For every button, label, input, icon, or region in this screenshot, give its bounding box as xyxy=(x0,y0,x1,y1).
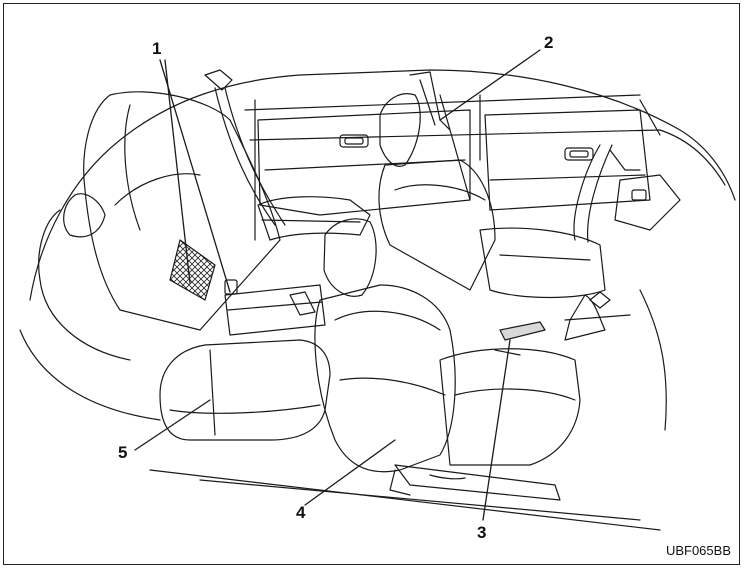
figure-code: UBF065BB xyxy=(666,543,731,558)
door-trim-front xyxy=(485,110,650,210)
armrest-lever xyxy=(500,322,545,340)
rear-seat-cushion xyxy=(160,340,330,440)
shift-lever xyxy=(565,292,630,340)
callout-1: 1 xyxy=(152,40,161,57)
front-passenger-seat xyxy=(379,94,605,298)
rear-seatback xyxy=(39,92,280,360)
callout-3: 3 xyxy=(477,524,486,541)
callout-4: 4 xyxy=(296,504,305,521)
callout-2: 2 xyxy=(544,34,553,51)
seat-rails xyxy=(390,465,560,500)
door-trim-rear xyxy=(258,110,470,215)
seat-belt-rear xyxy=(205,70,285,225)
callout-5: 5 xyxy=(118,444,127,461)
car-body-outline xyxy=(20,70,735,530)
